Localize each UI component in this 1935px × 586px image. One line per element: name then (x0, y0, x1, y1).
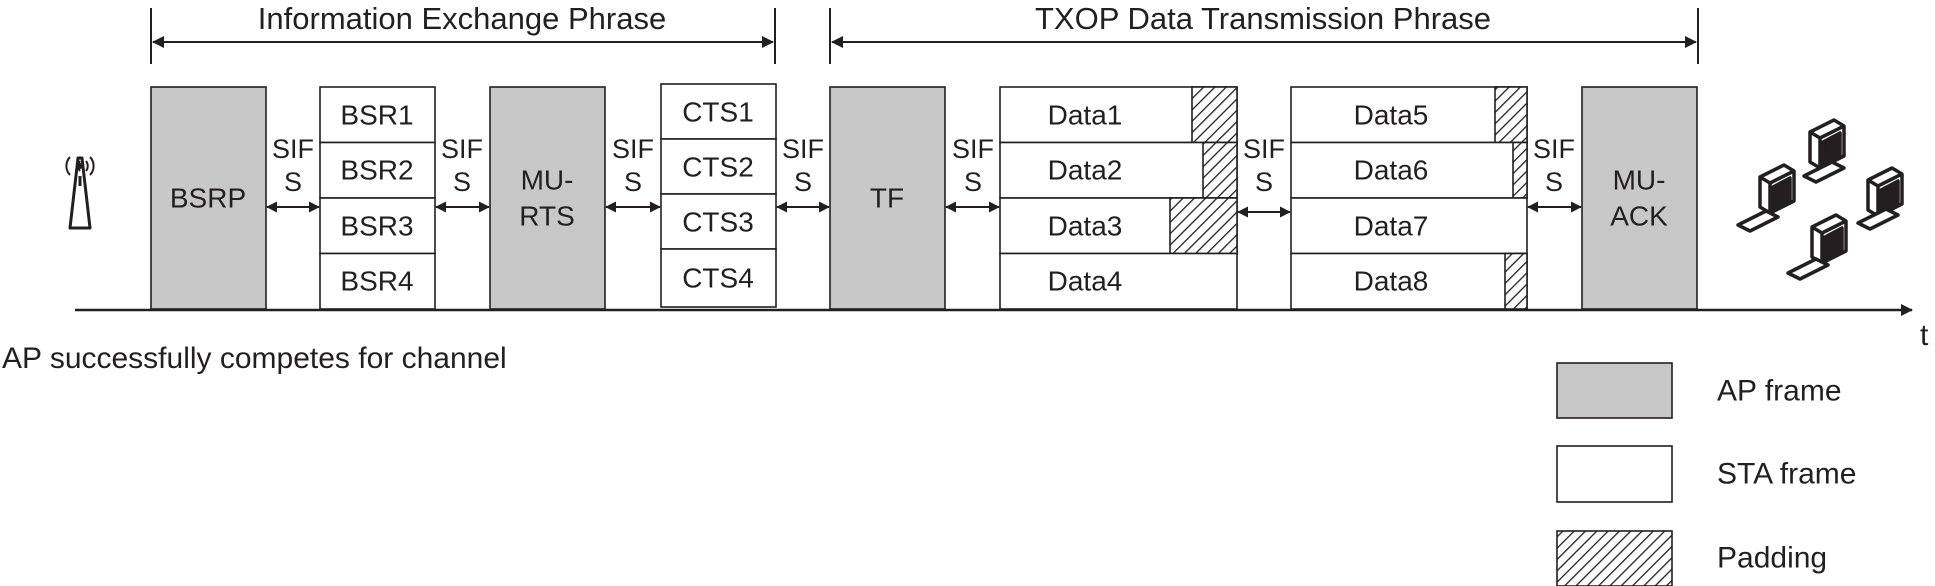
time-axis-label: t (1920, 319, 1929, 352)
data7-label: Data7 (1354, 211, 1429, 242)
sifs-label-line1: SIF (1243, 134, 1285, 164)
bsr3-frame (319, 197, 436, 255)
txop-title: TXOP Data Transmission Phrase (1035, 1, 1491, 36)
sifs-label-line1: SIF (441, 134, 483, 164)
legend-item-sta-frame: STA frame (1556, 445, 1856, 503)
mu-rts-label-line1: MU- (521, 165, 574, 196)
sifs-label-line2: S (453, 167, 471, 197)
sifs-gap-6: SIF S (1237, 134, 1291, 218)
bsr-stack: BSR1 BSR2 BSR3 BSR4 (319, 86, 436, 310)
cts2-frame (660, 138, 777, 195)
sifs-gap-5: SIF S (945, 134, 1000, 213)
sifs-label-line1: SIF (1533, 134, 1575, 164)
caption: AP successfully competes for channel (2, 342, 507, 375)
legend-item-padding: Padding (1556, 530, 1827, 586)
legend-label-sta: STA frame (1717, 458, 1856, 491)
bsrp-label: BSRP (170, 183, 246, 214)
data3-label: Data3 (1048, 211, 1123, 242)
legend-label-padding: Padding (1717, 542, 1827, 575)
data8-label: Data8 (1354, 266, 1429, 297)
cts2-label: CTS2 (682, 152, 754, 183)
cts-stack: CTS1 CTS2 CTS3 CTS4 (660, 83, 777, 308)
tf-frame (829, 86, 946, 310)
sifs-label-line2: S (1255, 167, 1273, 197)
tf-label: TF (870, 183, 904, 214)
sifs-label-line1: SIF (782, 134, 824, 164)
sifs-gap-3: SIF S (605, 134, 661, 213)
data3-padding (1169, 197, 1238, 255)
bsr1-label: BSR1 (340, 100, 413, 131)
cts4-label: CTS4 (682, 263, 754, 294)
bsr4-frame (319, 252, 436, 310)
bsr3-label: BSR3 (340, 211, 413, 242)
legend-swatch-ap (1556, 362, 1673, 419)
sifs-gap-2: SIF S (435, 134, 490, 213)
cts1-label: CTS1 (682, 97, 754, 128)
data2-frame (999, 141, 1238, 199)
data7-frame (1290, 197, 1528, 255)
legend-label-ap: AP frame (1717, 375, 1842, 408)
sifs-label-line1: SIF (272, 134, 314, 164)
data6-label: Data6 (1354, 155, 1429, 186)
data6-padding (1512, 141, 1528, 199)
mu-ack-frame (1581, 86, 1698, 310)
data4-label: Data4 (1048, 266, 1123, 297)
data8-padding (1504, 252, 1528, 310)
info-exchange-header: Information Exchange Phrase (150, 1, 776, 64)
cts3-label: CTS3 (682, 207, 754, 238)
sifs-label-line2: S (964, 167, 982, 197)
mu-rts-frame (489, 86, 606, 310)
sifs-gap-4: SIF S (776, 134, 830, 213)
txop-header: TXOP Data Transmission Phrase (829, 1, 1699, 64)
bsr2-frame (319, 141, 436, 199)
data4-frame (999, 252, 1238, 310)
cts1-frame (660, 83, 777, 140)
info-exchange-title: Information Exchange Phrase (258, 1, 666, 36)
sifs-label-line2: S (284, 167, 302, 197)
bsr4-label: BSR4 (340, 266, 413, 297)
legend-swatch-padding (1556, 530, 1673, 586)
data5-padding (1494, 86, 1528, 144)
access-point-icon (65, 156, 95, 230)
sifs-label-line2: S (1545, 167, 1563, 197)
mu-ack-label-line1: MU- (1613, 165, 1666, 196)
data2-label: Data2 (1048, 155, 1123, 186)
stations-icon (1736, 118, 1904, 281)
mu-rts-label-line2: RTS (519, 201, 575, 232)
data-group-2: Data5 Data6 Data7 Data8 (1290, 86, 1528, 310)
sifs-gap-7: SIF S (1527, 134, 1582, 213)
data8-frame (1290, 252, 1528, 310)
bsr2-label: BSR2 (340, 155, 413, 186)
data1-label: Data1 (1048, 100, 1123, 131)
mu-ack-label-line2: ACK (1610, 201, 1668, 232)
legend-swatch-sta (1556, 445, 1673, 503)
legend-item-ap-frame: AP frame (1556, 362, 1842, 419)
legend: AP frame STA frame Padding (1556, 362, 1856, 586)
sifs-label-line1: SIF (952, 134, 994, 164)
sifs-label-line1: SIF (612, 134, 654, 164)
data-group-1: Data1 Data2 Data3 Data4 (999, 86, 1238, 310)
data1-padding (1191, 86, 1238, 144)
data5-label: Data5 (1354, 100, 1429, 131)
sifs-label-line2: S (794, 167, 812, 197)
bsr1-frame (319, 86, 436, 144)
data2-padding (1202, 141, 1238, 199)
sifs-label-line2: S (624, 167, 642, 197)
cts4-frame (660, 248, 777, 308)
sifs-gap-1: SIF S (266, 134, 320, 213)
